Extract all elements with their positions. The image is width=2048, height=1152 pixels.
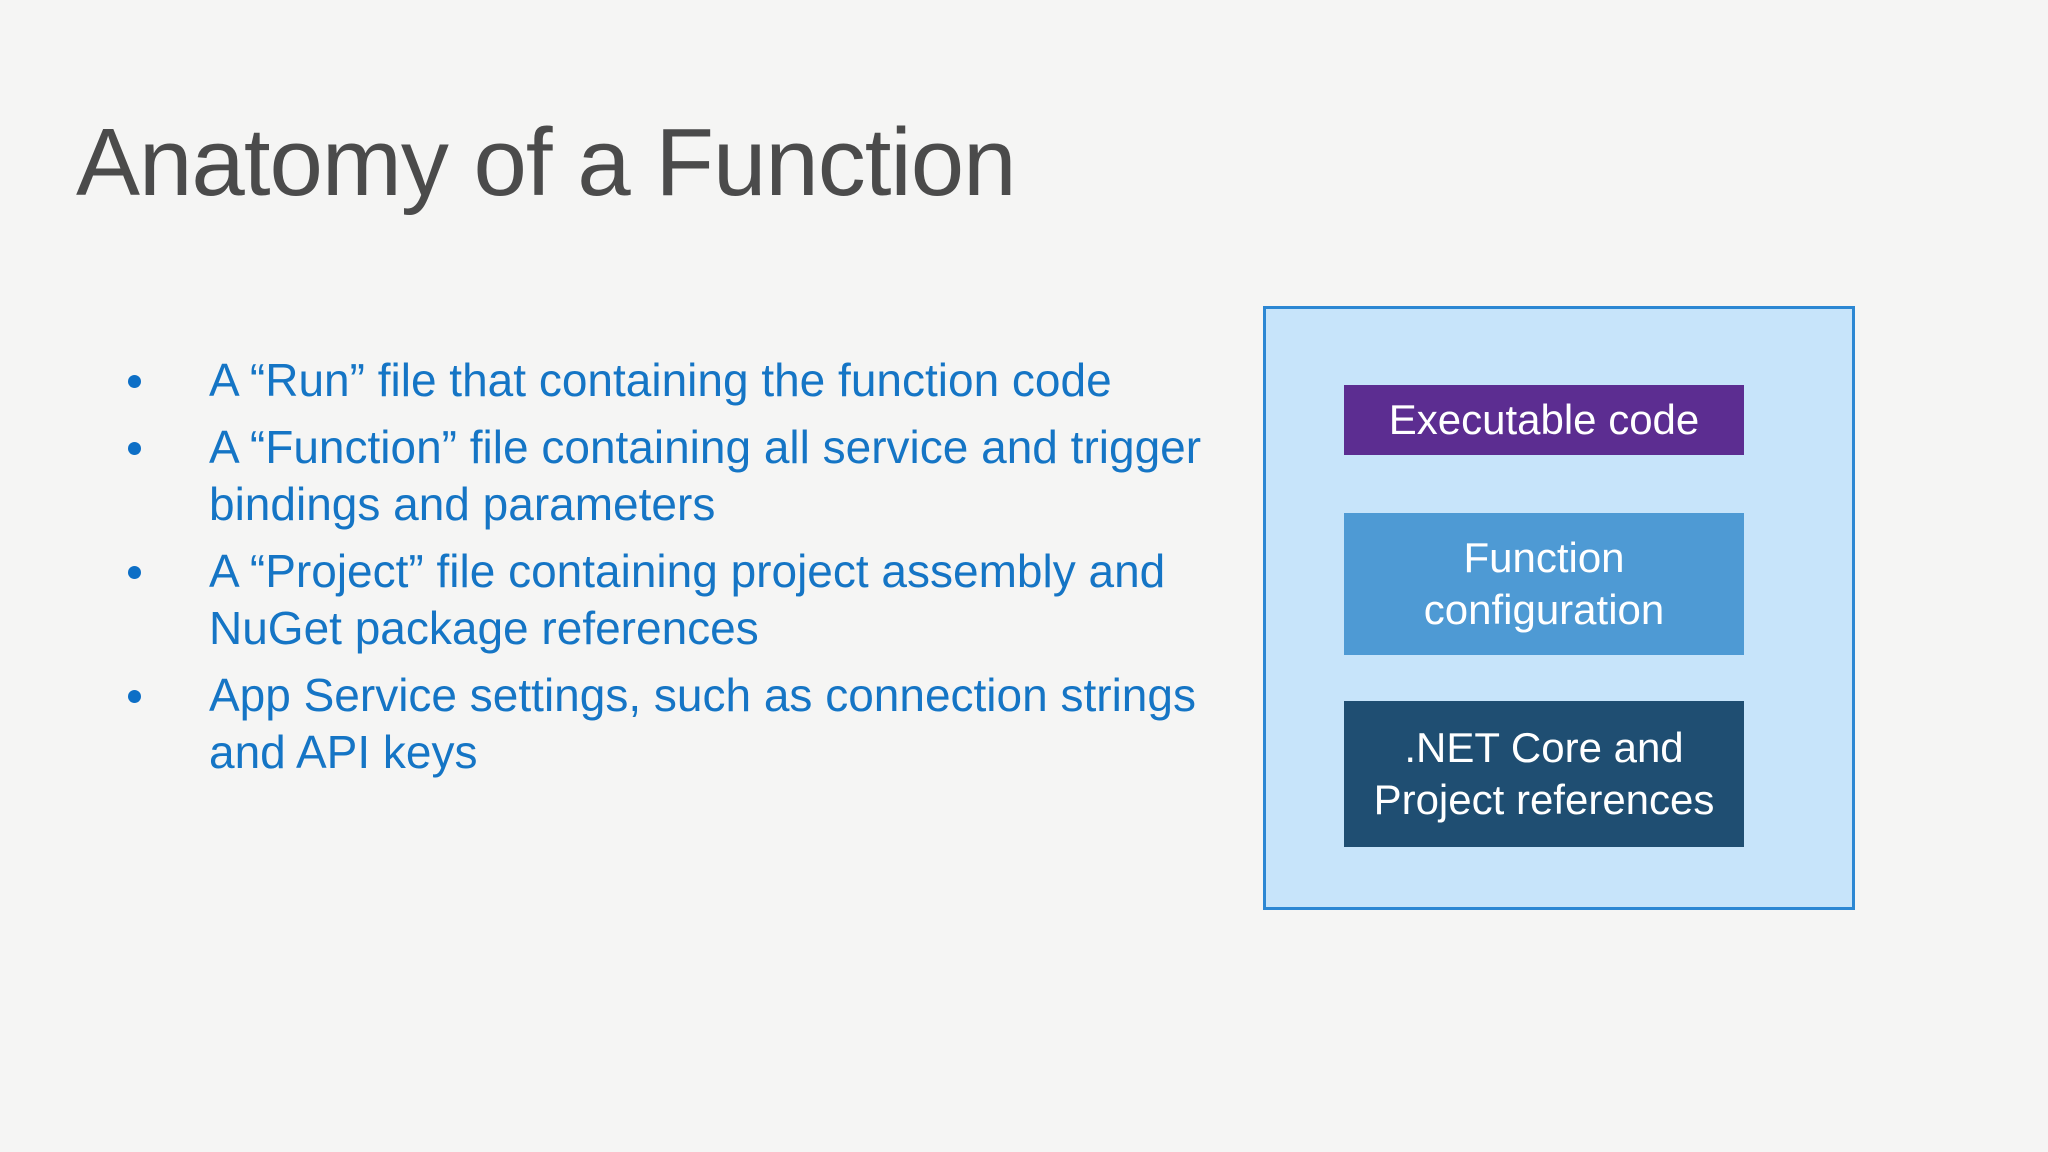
bullet-dot-icon	[128, 442, 141, 455]
bullet-item: A “Function” file containing all service…	[128, 419, 1248, 533]
function-diagram-panel: Executable code Function configuration .…	[1263, 306, 1855, 910]
bullet-item: A “Project” file containing project asse…	[128, 543, 1248, 657]
bullet-dot-icon	[128, 690, 141, 703]
bullet-dot-icon	[128, 566, 141, 579]
bullet-text-run-file: A “Run” file that containing the functio…	[209, 354, 1112, 406]
bullet-text-app-service-settings: App Service settings, such as connection…	[209, 669, 1196, 778]
diagram-layer-executable-code: Executable code	[1344, 385, 1744, 455]
bullet-dot-icon	[128, 375, 141, 388]
bullet-list: A “Run” file that containing the functio…	[128, 352, 1248, 791]
bullet-item: A “Run” file that containing the functio…	[128, 352, 1248, 409]
slide-title: Anatomy of a Function	[76, 109, 1017, 217]
bullet-item: App Service settings, such as connection…	[128, 667, 1248, 781]
bullet-text-function-file: A “Function” file containing all service…	[209, 421, 1202, 530]
diagram-layer-net-core-project-references: .NET Core and Project references	[1344, 701, 1744, 847]
bullet-text-project-file: A “Project” file containing project asse…	[209, 545, 1166, 654]
diagram-layer-function-configuration: Function configuration	[1344, 513, 1744, 655]
